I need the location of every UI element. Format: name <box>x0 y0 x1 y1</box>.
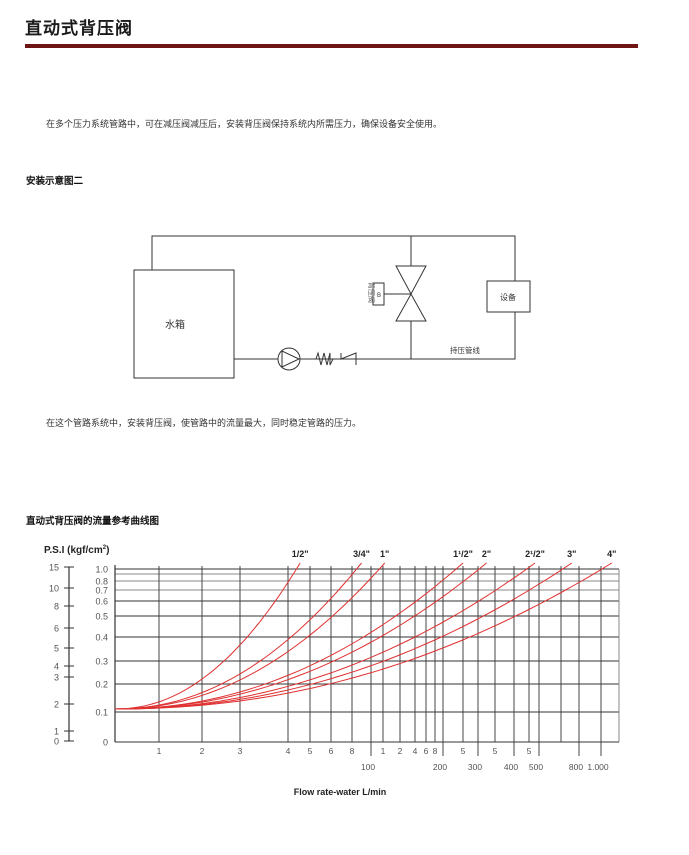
line-label: 持压管线 <box>450 345 480 355</box>
page-title: 直动式背压阀 <box>25 19 133 39</box>
curve-label: 1" <box>380 549 389 559</box>
x-tick-label: 1 <box>157 746 162 756</box>
x-tick-label: 300 <box>468 762 482 772</box>
kgf-tick-label: 0.3 <box>95 657 108 667</box>
y-axis-label: P.S.I (kgf/cm2) <box>44 545 109 556</box>
back-pressure-valve-icon <box>395 265 427 322</box>
intro-text: 在多个压力系统管路中，可在减压阀减压后，安装背压阀保持系统内所需压力，确保设备安… <box>46 120 443 130</box>
diagram-caption: 在这个管路系统中，安装背压阀，使管路中的流量最大，同时稳定管路的压力。 <box>46 419 362 429</box>
x-tick-label: 4 <box>413 746 418 756</box>
curve-label: 3/4" <box>353 549 370 559</box>
x-tick-label: 5 <box>493 746 498 756</box>
psi-tick-label: 6 <box>54 624 59 634</box>
x-tick-label: 8 <box>433 746 438 756</box>
psi-tick-label: 0 <box>54 737 59 747</box>
psi-tick-label: 5 <box>54 644 59 654</box>
flow-curve <box>114 562 301 710</box>
valve-label: 背压阀 <box>367 282 376 303</box>
flow-curve <box>114 562 536 710</box>
flow-curve <box>114 562 613 710</box>
kgf-tick-label: 0.1 <box>95 708 108 718</box>
x-tick-label: 2 <box>200 746 205 756</box>
psi-tick-label: 10 <box>49 584 59 594</box>
x-tick-label: 6 <box>329 746 334 756</box>
valve-actuator-box <box>372 282 385 306</box>
psi-tick-label: 1 <box>54 727 59 737</box>
kgf-tick-label: 0.2 <box>95 680 108 690</box>
psi-tick-label: 3 <box>54 673 59 683</box>
x-tick-label: 6 <box>424 746 429 756</box>
psi-tick-label: 15 <box>49 563 59 573</box>
x-tick-label: 1.000 <box>587 762 609 772</box>
tank-label: 水箱 <box>165 318 185 331</box>
curve-label: 3" <box>567 549 576 559</box>
chart-title: 直动式背压阀的流量参考曲线图 <box>26 516 160 527</box>
kgf-tick-label: 0.4 <box>95 633 108 643</box>
x-tick-label: 100 <box>361 762 375 772</box>
x-tick-label: 2 <box>398 746 403 756</box>
flow-curve <box>114 562 386 710</box>
flow-curve <box>114 562 464 710</box>
water-tank <box>133 269 235 379</box>
x-tick-label: 200 <box>433 762 447 772</box>
curve-label: 4" <box>607 549 616 559</box>
x-tick-label: 1 <box>381 746 386 756</box>
spring-icon <box>312 351 334 366</box>
check-valve-icon <box>340 352 357 365</box>
x-tick-label: 5 <box>461 746 466 756</box>
curve-label: 2¹/2" <box>525 549 545 559</box>
x-tick-label: 800 <box>569 762 583 772</box>
psi-tick-label: 4 <box>54 662 59 672</box>
chart-curves <box>114 562 613 710</box>
flow-chart: P.S.I (kgf/cm2) 1.0 0.80.70.6 0.5 0.4 0.3 0.2… <box>44 545 620 797</box>
title-divider <box>25 44 638 48</box>
x-tick-label: 3 <box>238 746 243 756</box>
supply-pipe <box>234 312 516 360</box>
kgf-tick-label: 1.0 <box>95 565 108 575</box>
kgf-tick-label: 0.8 <box>95 577 108 587</box>
kgf-tick-label: 0 <box>103 738 108 748</box>
x-axis-label: Flow rate-water L/min <box>294 787 387 797</box>
x-tick-label: 4 <box>286 746 291 756</box>
curve-label: 1/2" <box>292 549 309 559</box>
kgf-tick-label: 0.7 <box>95 586 108 596</box>
curve-label: 2" <box>482 549 491 559</box>
flow-curve <box>114 562 573 710</box>
x-tick-label: 5 <box>308 746 313 756</box>
kgf-tick-label: 0.5 <box>95 612 108 622</box>
valve-mark: B <box>377 293 381 299</box>
x-tick-label: 8 <box>350 746 355 756</box>
flow-curve <box>114 562 362 710</box>
diagram-heading: 安装示意图二 <box>26 176 84 187</box>
pump-icon <box>277 347 301 371</box>
x-tick-label: 400 <box>504 762 518 772</box>
installation-diagram: 水箱 设备 B 背压阀 持压管线 <box>133 235 531 379</box>
equipment-label: 设备 <box>500 292 516 302</box>
return-pipe <box>151 235 516 282</box>
psi-tick-label: 8 <box>54 602 59 612</box>
psi-tick-label: 2 <box>54 700 59 710</box>
flow-curve <box>114 562 487 710</box>
equipment-box <box>486 280 531 313</box>
curve-label: 1¹/2" <box>453 549 473 559</box>
x-tick-label: 500 <box>529 762 543 772</box>
kgf-tick-label: 0.6 <box>95 597 108 607</box>
x-tick-label: 5 <box>527 746 532 756</box>
chart-grid <box>64 565 620 756</box>
